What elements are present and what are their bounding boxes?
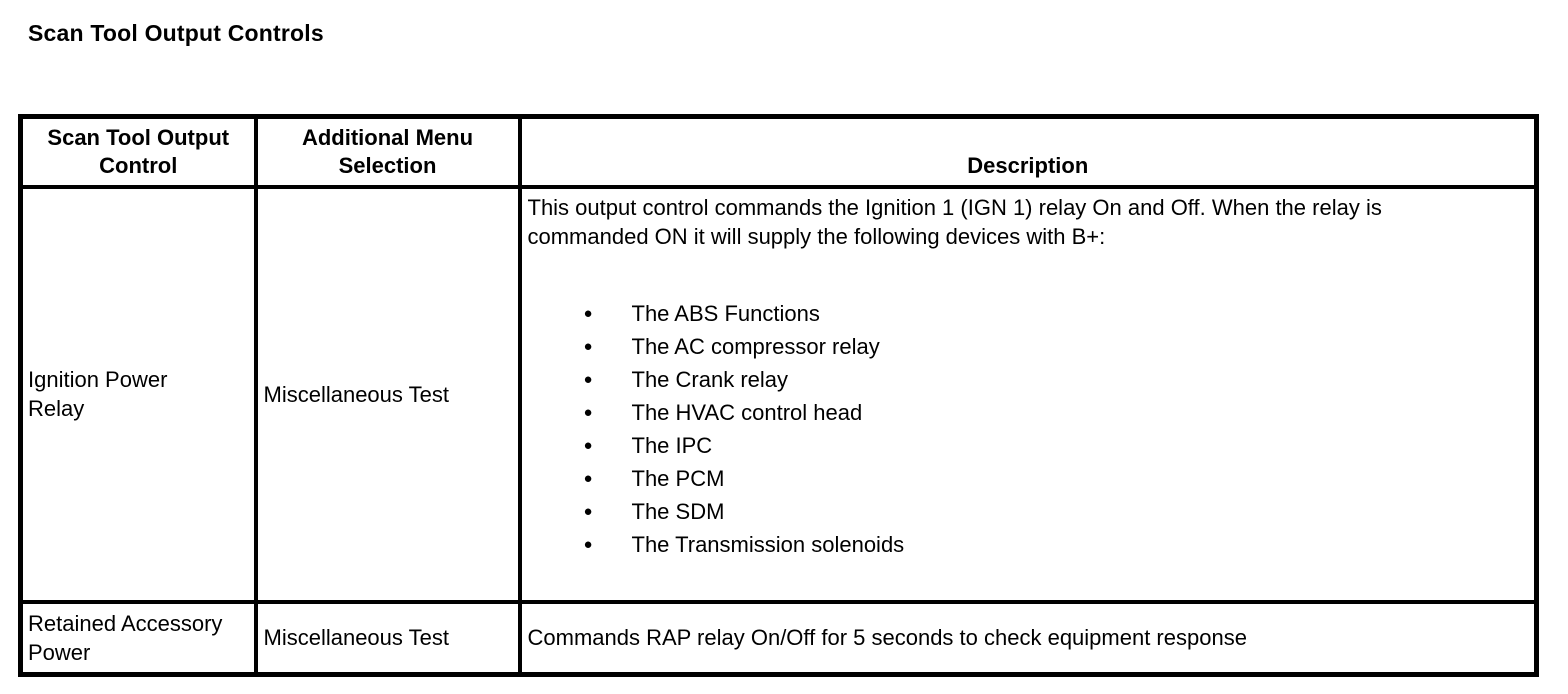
column-header-description: Description	[517, 114, 1539, 189]
description-cell: Commands RAP relay On/Off for 5 seconds …	[517, 599, 1539, 677]
table-row-ignition-power-relay: Ignition Power Relay Miscellaneous Test …	[18, 184, 1539, 604]
page-title: Scan Tool Output Controls	[28, 20, 324, 46]
column-header-additional-menu-selection: Additional Menu Selection	[253, 114, 522, 189]
table-header-row: Scan Tool Output Control Additional Menu…	[18, 114, 1539, 189]
list-item: The AC compressor relay	[528, 330, 1525, 363]
scan-tool-output-controls-table: Scan Tool Output Control Additional Menu…	[18, 114, 1539, 677]
menu-selection-cell: Miscellaneous Test	[253, 599, 522, 677]
control-name-cell: Retained Accessory Power	[18, 599, 258, 677]
description-text: Commands RAP relay On/Off for 5 seconds …	[527, 625, 1247, 651]
description-intro-text: This output control commands the Ignitio…	[527, 194, 1382, 249]
powered-devices-list: The ABS Functions The AC compressor rela…	[528, 297, 1525, 561]
menu-selection-cell: Miscellaneous Test	[253, 184, 522, 604]
table-row-retained-accessory-power: Retained Accessory Power Miscellaneous T…	[18, 599, 1539, 677]
description-cell: This output control commands the Ignitio…	[517, 184, 1539, 604]
column-header-scan-tool-output-control: Scan Tool Output Control	[18, 114, 258, 189]
list-item: The HVAC control head	[528, 396, 1525, 429]
list-item: The Transmission solenoids	[528, 528, 1525, 561]
list-item: The ABS Functions	[528, 297, 1525, 330]
list-item: The Crank relay	[528, 363, 1525, 396]
list-item: The SDM	[528, 495, 1525, 528]
control-name-cell: Ignition Power Relay	[18, 184, 258, 604]
list-item: The IPC	[528, 429, 1525, 462]
list-item: The PCM	[528, 462, 1525, 495]
